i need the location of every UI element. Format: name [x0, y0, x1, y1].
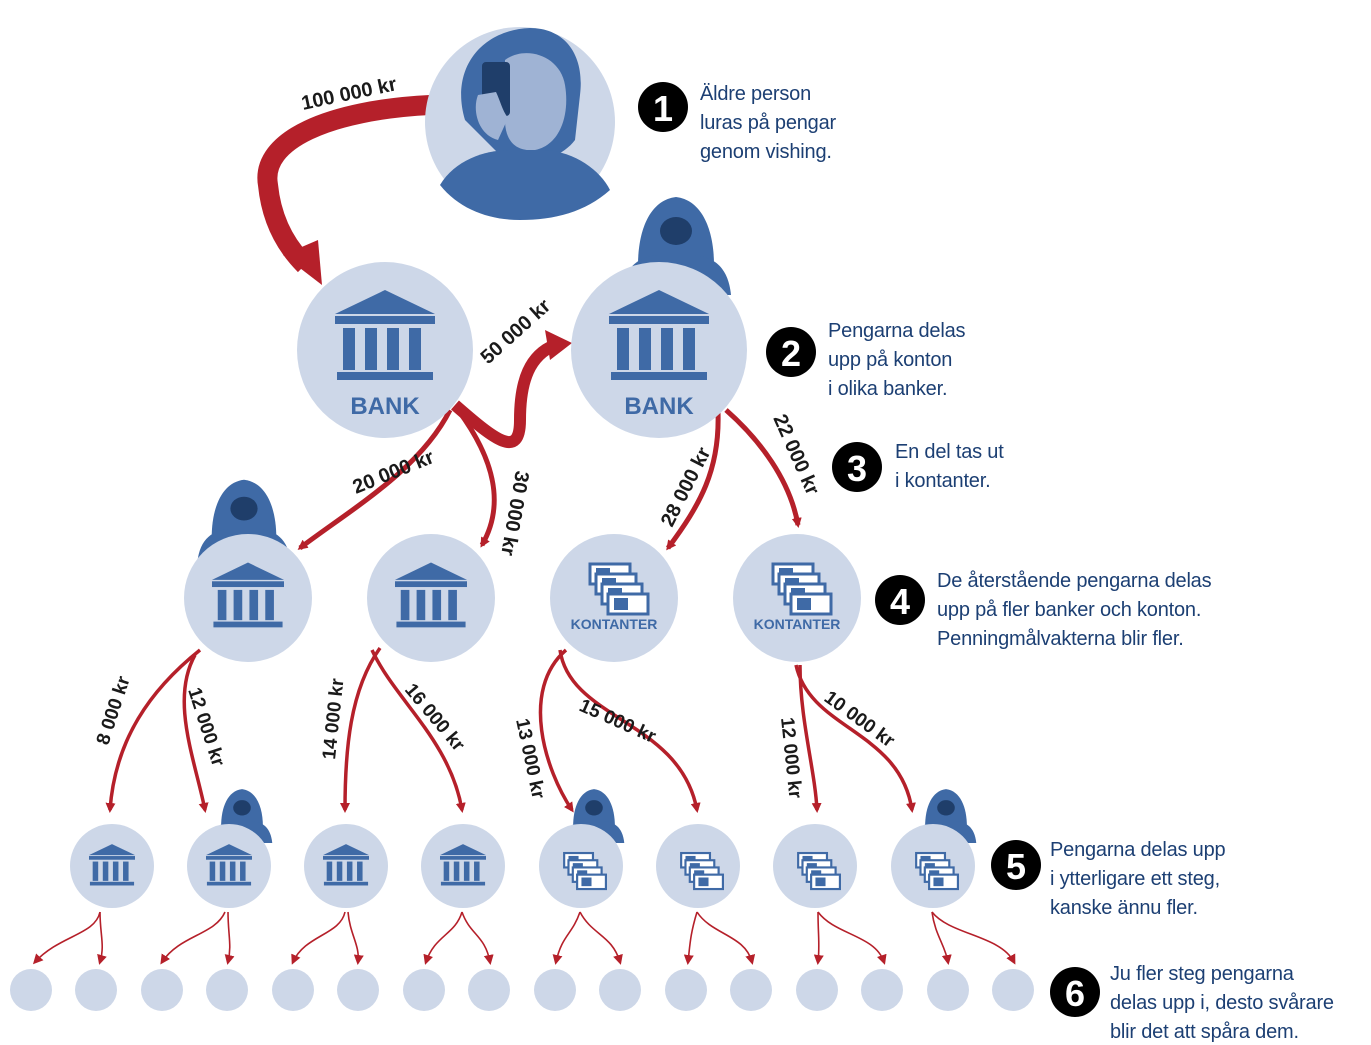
- victim-node: [425, 27, 615, 220]
- step-3-text: En del tas ut i kontanter.: [895, 441, 1004, 492]
- step-2-text: Pengarna delas upp på konton i olika ban…: [828, 320, 966, 400]
- level5-arrows: [32, 911, 1016, 965]
- level4-arrows: [105, 646, 916, 813]
- level4-nodes: [70, 789, 977, 908]
- bank-label: BANK: [624, 393, 694, 420]
- svg-text:2: 2: [781, 333, 801, 374]
- cash-node-l3-2: KONTANTER: [733, 534, 861, 662]
- amount-14000: 14 000 kr: [319, 677, 348, 761]
- step-badge-6: 6: [1050, 967, 1100, 1017]
- amount-22000: 22 000 kr: [768, 411, 823, 498]
- amount-12000-a: 12 000 kr: [183, 685, 228, 769]
- svg-text:5: 5: [1006, 846, 1026, 887]
- arrow-50000: [451, 339, 558, 448]
- step-4-text: De återstående pengarna delas upp på fle…: [937, 570, 1212, 650]
- cash-label: KONTANTER: [571, 616, 658, 632]
- step-badges: 1 2 3 4 5 6: [638, 82, 1100, 1017]
- arrow-20000: [297, 408, 453, 550]
- svg-text:1: 1: [653, 88, 673, 129]
- step-5-text: Pengarna delas upp i ytterligare ett ste…: [1050, 839, 1226, 919]
- amount-10000: 10 000 kr: [820, 687, 899, 752]
- arrow-22000: [724, 408, 802, 528]
- svg-text:4: 4: [890, 581, 910, 622]
- arrow-50000-head: [545, 330, 572, 360]
- arrow-30000: [455, 408, 497, 548]
- svg-text:6: 6: [1065, 973, 1085, 1014]
- cash-node-l3-1: KONTANTER: [550, 534, 678, 662]
- amount-30000: 30 000 kr: [496, 469, 533, 557]
- step-badge-1: 1: [638, 82, 688, 132]
- bank-label: BANK: [350, 393, 420, 420]
- amount-15000: 15 000 kr: [576, 695, 659, 748]
- step-badge-4: 4: [875, 575, 925, 625]
- amount-20000: 20 000 kr: [350, 446, 438, 499]
- step-badge-2: 2: [766, 327, 816, 377]
- bank-node-l3-1: [184, 479, 312, 662]
- step-6-text: Ju fler steg pengarna delas upp i, desto…: [1110, 963, 1334, 1043]
- bank-node-right: BANK: [571, 197, 747, 438]
- step-badge-3: 3: [832, 442, 882, 492]
- step-badge-5: 5: [991, 840, 1041, 890]
- amount-12000-b: 12 000 kr: [776, 716, 805, 800]
- cash-label: KONTANTER: [754, 616, 841, 632]
- level5-nodes: [10, 969, 1034, 1011]
- bank-node-l3-2: [367, 534, 495, 662]
- arrow-100000-head: [283, 240, 322, 285]
- bank-node-left: BANK: [297, 262, 473, 438]
- step-1-text: Äldre person luras på pengar genom vishi…: [700, 83, 836, 163]
- arrow-100000: [257, 95, 431, 273]
- arrow-28000: [665, 411, 721, 551]
- svg-text:3: 3: [847, 448, 867, 489]
